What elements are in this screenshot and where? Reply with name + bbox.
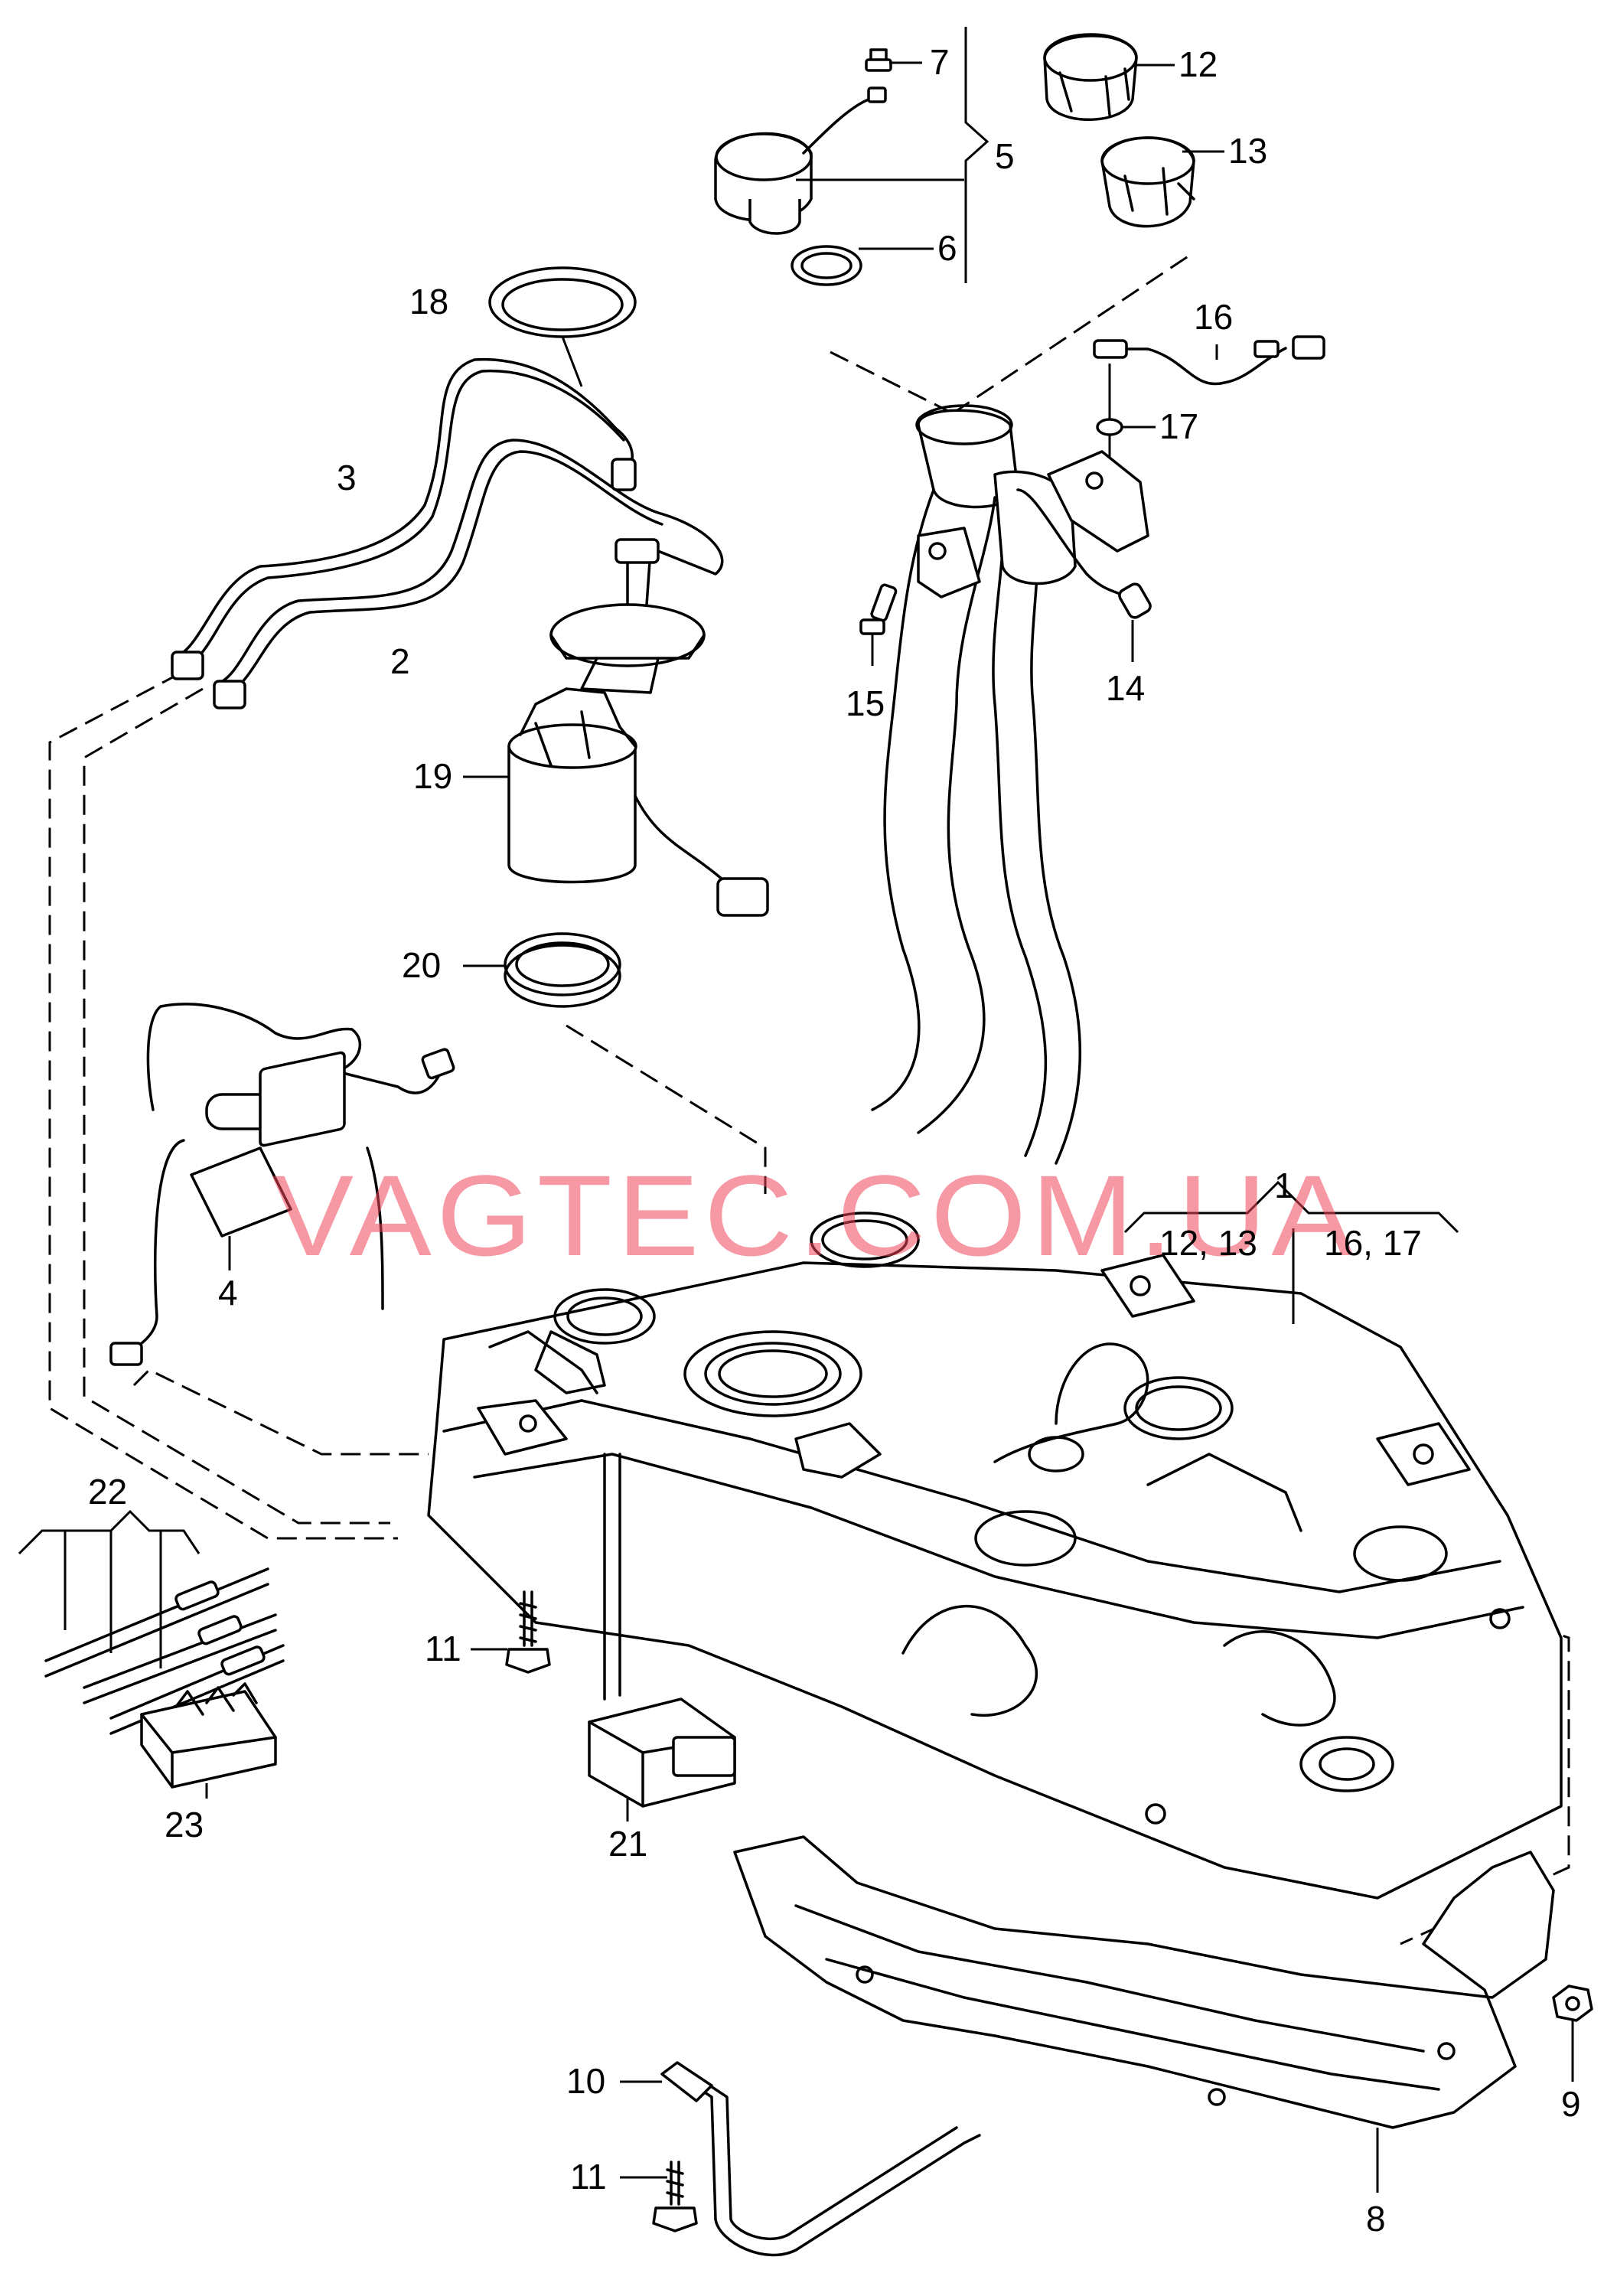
pipe-set-22 (18, 1509, 285, 1735)
seal-ring-18 (488, 266, 637, 387)
callout-label-3: 3 (337, 458, 357, 497)
fuel-pump-module-19 (463, 538, 769, 917)
fuel-filter-assembly-4 (109, 1003, 455, 1366)
callout-label-11-upper: 11 (425, 1629, 461, 1668)
heat-shield-8 (733, 1835, 1555, 2193)
callout-label-9: 9 (1561, 2084, 1581, 2124)
callout-label-7: 7 (930, 42, 950, 82)
cable-group-16-17 (1093, 335, 1325, 486)
callout-label-6: 6 (937, 228, 957, 268)
control-unit-21 (588, 1453, 736, 1821)
callout-label-17: 17 (1159, 406, 1198, 446)
filler-flap-group-12-13 (1043, 33, 1224, 228)
hex-nut-9 (1552, 1985, 1593, 2082)
callout-label-14: 14 (1106, 668, 1145, 708)
callout-label-18: 18 (409, 282, 448, 321)
tank-strap-10 (620, 2061, 981, 2257)
callout-label-21: 21 (608, 1824, 647, 1864)
watermark-text: VAGTEC.COM.UA (272, 1151, 1358, 1280)
clip-holder-23 (140, 1682, 277, 1799)
callout-labels: 1 2 3 4 5 6 7 8 9 10 11 11 12 13 14 15 1… (88, 42, 1581, 2239)
callout-label-15: 15 (846, 683, 885, 723)
locking-ring-20 (463, 932, 621, 1008)
callout-label-2: 2 (390, 641, 410, 681)
fuel-lines-2-3 (171, 357, 724, 709)
callout-label-23: 23 (165, 1805, 204, 1844)
fuel-cap-group-5-6-7 (714, 27, 989, 286)
callout-label-20: 20 (402, 945, 441, 985)
callout-label-22: 22 (88, 1472, 127, 1512)
fuel-tank-1 (427, 1212, 1563, 1900)
callout-label-12: 12 (1179, 44, 1218, 84)
callout-label-13: 13 (1228, 131, 1267, 171)
callout-label-8: 8 (1366, 2199, 1386, 2239)
bolt-11-lower (620, 2161, 698, 2232)
callout-label-5: 5 (995, 136, 1015, 176)
bolt-11-upper (471, 1590, 551, 1674)
callout-label-4: 4 (218, 1273, 238, 1313)
callout-label-11-lower: 11 (570, 2157, 607, 2197)
callout-label-16: 16 (1194, 297, 1233, 337)
callout-label-12-13: 12, 13 (1159, 1223, 1257, 1263)
callout-label-10: 10 (566, 2061, 605, 2101)
tank-group-bracket-1 (1123, 1180, 1459, 1324)
callout-label-16-17: 16, 17 (1324, 1223, 1422, 1263)
callout-label-19: 19 (413, 756, 452, 796)
callout-label-1: 1 (1274, 1166, 1294, 1205)
filler-neck (859, 404, 1152, 1165)
